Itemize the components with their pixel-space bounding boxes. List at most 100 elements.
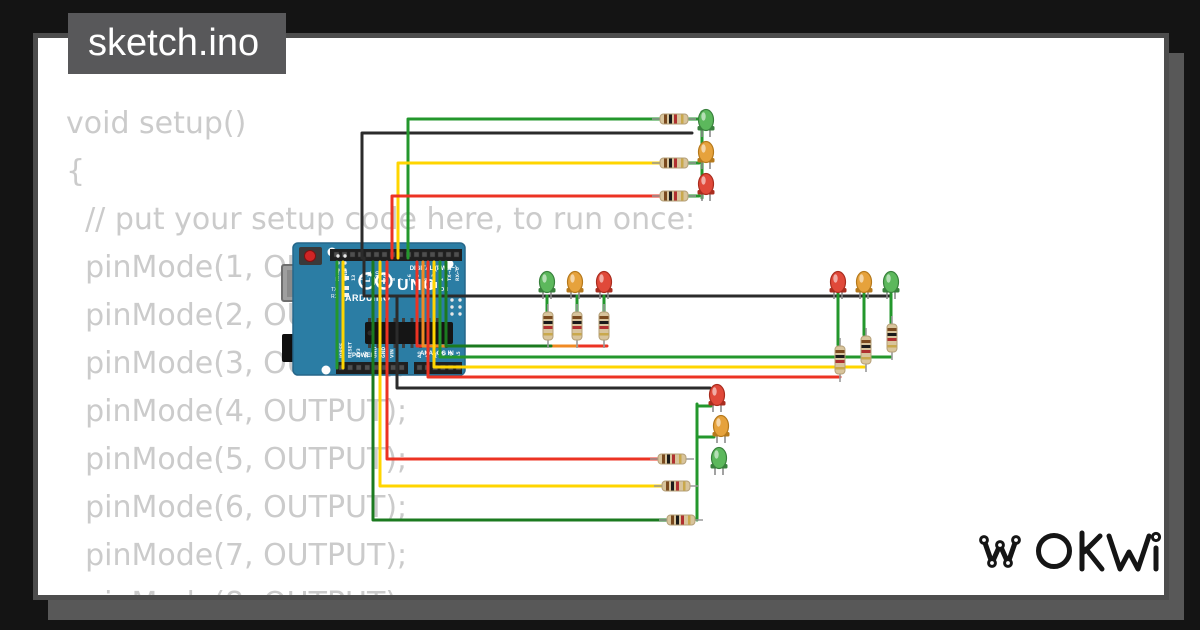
pin-label: ~10 <box>375 271 381 281</box>
header-pin <box>349 251 356 258</box>
led-yellow <box>712 414 730 443</box>
led-yellow <box>566 270 584 299</box>
header-pin <box>333 251 340 258</box>
led-red <box>708 383 726 412</box>
icsp-pin <box>450 312 454 316</box>
wire-red <box>426 260 842 379</box>
pin-label: 4 <box>423 278 429 281</box>
logo-node <box>987 558 997 568</box>
led-green <box>697 108 715 137</box>
led-red <box>829 270 847 299</box>
header-pin <box>381 251 388 258</box>
resistor <box>650 453 694 465</box>
pin-label: 5V <box>364 351 370 358</box>
wire-black <box>395 294 712 390</box>
pin-label: A4 <box>448 351 454 358</box>
header-pin <box>413 251 420 258</box>
pin-label: 2 <box>439 278 445 281</box>
icsp-pin <box>458 305 462 309</box>
header-pin <box>416 364 423 371</box>
pin-label: TX→1 <box>447 268 453 281</box>
chip-pin <box>368 318 371 322</box>
logo-letter-o <box>1036 533 1072 569</box>
chip-notch <box>367 330 373 336</box>
arduino-logo-icon <box>375 272 393 290</box>
icsp-pin <box>450 305 454 309</box>
header-pin <box>453 251 460 258</box>
header-pin <box>445 251 452 258</box>
chip-pin <box>419 318 422 322</box>
pin-label: A5 <box>456 351 462 358</box>
header-pin <box>429 251 436 258</box>
logo-node <box>1003 558 1013 568</box>
chip-pin <box>376 344 380 348</box>
pin-label: 3V3 <box>356 348 362 358</box>
chip-pin <box>410 318 414 322</box>
wire-dark_green <box>444 260 553 348</box>
resistor <box>652 113 696 125</box>
header-pin <box>398 364 405 371</box>
power-label: POWER <box>352 353 375 359</box>
wire-red <box>390 194 661 260</box>
mounting-hole <box>321 365 331 375</box>
pin-label: A0 <box>417 351 423 358</box>
sketch-filename: sketch.ino <box>88 22 260 64</box>
pin-label: GND <box>381 347 387 358</box>
resistor <box>860 328 872 372</box>
chip-pin <box>376 318 380 322</box>
led-yellow <box>855 270 873 299</box>
icsp-pin <box>343 254 347 258</box>
analog-label: ANALOG IN <box>420 351 454 357</box>
wire-yellow <box>378 260 663 488</box>
led-red <box>697 172 715 201</box>
resistor <box>542 304 554 348</box>
code-preview: void setup() { // put your setup code he… <box>66 106 696 595</box>
wire-green <box>438 260 893 359</box>
resistor <box>571 304 583 348</box>
pin-label: A3 <box>440 351 446 358</box>
pin-label: ~6 <box>407 274 413 281</box>
logo-node <box>995 540 1005 550</box>
logo-node <box>1011 535 1021 545</box>
sketch-filename-tab: sketch.ino <box>68 13 286 74</box>
wire-yellow <box>396 161 661 260</box>
logo-node <box>1150 531 1162 543</box>
header-pin <box>347 364 353 371</box>
chip-pin <box>393 344 397 348</box>
header-pin <box>364 364 371 371</box>
header-pin <box>373 251 380 258</box>
pin-label: GND <box>343 270 349 281</box>
chip-pin <box>436 318 439 322</box>
header-pin <box>355 364 362 371</box>
led-green <box>710 446 728 475</box>
pin-label: RX←0 <box>455 267 461 281</box>
chip-pin <box>402 318 405 322</box>
pin-label: RESET <box>347 341 353 358</box>
resistor <box>834 338 846 382</box>
header-pin <box>421 251 428 258</box>
pin-label: 8 <box>391 278 397 281</box>
wire-green <box>406 117 661 260</box>
rx-label: RX <box>331 294 339 300</box>
header-pin <box>365 251 372 258</box>
pin-label: GND <box>373 347 379 358</box>
resistor <box>652 190 696 202</box>
wire-black <box>362 256 892 298</box>
led-red <box>595 270 613 299</box>
chip-pin <box>393 318 397 322</box>
l-led <box>343 276 349 280</box>
wire-yellow <box>432 260 867 369</box>
pin-label: 12 <box>359 275 365 281</box>
logo-letter-k <box>1083 546 1105 572</box>
rx-led <box>343 293 349 297</box>
led-yellow <box>697 140 715 169</box>
led-green <box>882 270 900 299</box>
on-label: ON <box>440 287 448 293</box>
icsp-pin <box>336 254 340 258</box>
pin-label: ~11 <box>367 271 373 281</box>
header-pin <box>390 364 396 371</box>
icsp-pin <box>450 298 454 302</box>
resistor <box>598 304 610 348</box>
